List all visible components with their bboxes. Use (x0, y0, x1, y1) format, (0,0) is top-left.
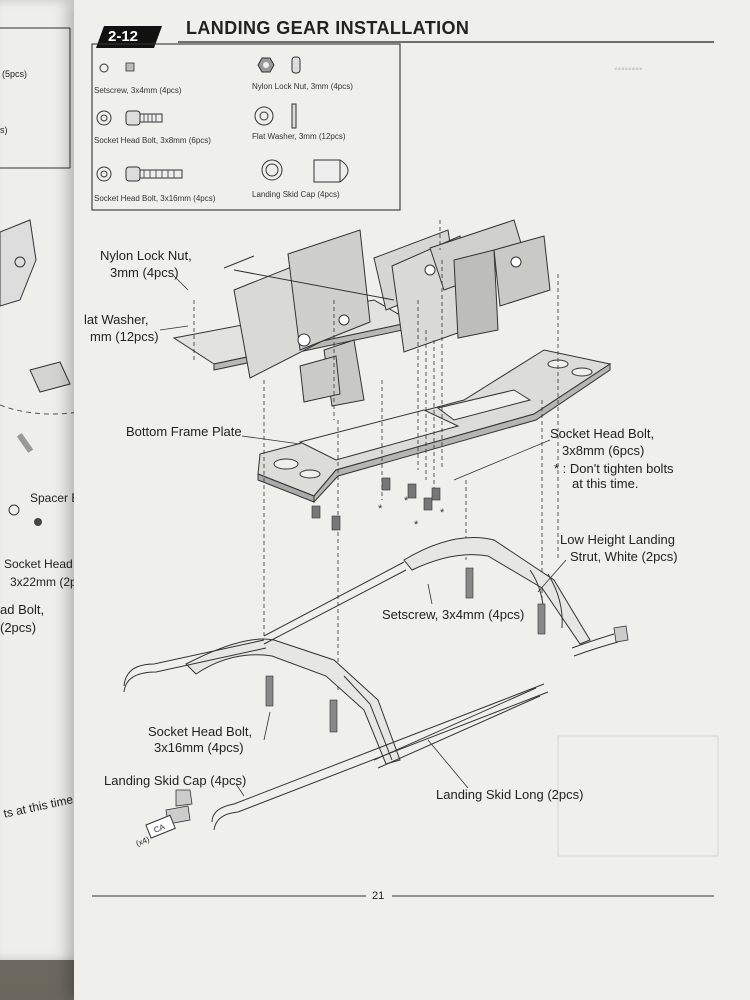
svg-text:*: * (378, 503, 383, 515)
landing-strut-rear-drawing (403, 537, 591, 645)
left-bolt-label-2: 3x22mm (2pcs (10, 575, 89, 589)
part-flat-washer-label: Flat Washer, 3mm (12pcs) (252, 132, 346, 141)
part-setscrew-label: Setscrew, 3x4mm (4pcs) (94, 86, 182, 95)
part-nylon-nut-label: Nylon Lock Nut, 3mm (4pcs) (252, 82, 353, 91)
bolts-3x16 (265, 567, 546, 733)
callout-bolt-3x16-1: Socket Head Bolt, (148, 724, 253, 739)
callout-setscrew: Setscrew, 3x4mm (4pcs) (382, 607, 525, 622)
part-bolt-3x8-label: Socket Head Bolt, 3x8mm (6pcs) (94, 136, 211, 145)
leader-lines (159, 275, 567, 797)
callout-flat-washer-2: mm (12pcs) (90, 329, 159, 344)
left-text-2: s) (0, 125, 8, 135)
left-page-drawings (0, 27, 91, 526)
callout-nylon-nut-1: Nylon Lock Nut, (100, 248, 192, 263)
diagram-canvas: * * * * (91, 26, 719, 897)
section-number: 2-12 (108, 28, 139, 45)
svg-text:*: * (440, 507, 445, 519)
left-text-1: (5pcs) (2, 69, 28, 79)
landing-skids-drawing (123, 561, 619, 831)
callout-bolt-3x8-1: Socket Head Bolt, (550, 426, 655, 441)
parts-box-border (91, 43, 401, 211)
main-page: ▪▪▪▪▪▪▪▪ (74, 0, 750, 1000)
part-bolt-3x16-label: Socket Head Bolt, 3x16mm (4pcs) (94, 194, 216, 203)
svg-text:*: * (414, 519, 419, 531)
bolts-3x8 (311, 477, 441, 531)
ghost-text: ▪▪▪▪▪▪▪▪ (614, 64, 643, 75)
callout-strut-1: Low Height Landing (560, 532, 675, 547)
section-title: LANDING GEAR INSTALLATION (186, 18, 470, 38)
callout-skid-long: Landing Skid Long (2pcs) (436, 787, 584, 802)
bottom-frame-plate-drawing (257, 349, 612, 504)
left-bolt-label-1: Socket Head Bolt (4, 557, 92, 571)
callout-bolt-3x8-2: 3x8mm (6pcs) (562, 443, 645, 458)
callout-note-1: * : Don't tighten bolts (554, 461, 674, 476)
callout-skid-cap: Landing Skid Cap (4pcs) (104, 773, 247, 788)
left-bolt-b-2: (2pcs) (0, 620, 37, 635)
section-number-tab (96, 26, 162, 48)
callout-nylon-nut-2: 3mm (4pcs) (110, 265, 179, 280)
callout-note-2: at this time. (572, 476, 639, 491)
left-bolt-b-1: ad Bolt, (0, 602, 45, 617)
callout-bottom-frame-plate: Bottom Frame Plate (126, 424, 242, 439)
svg-text:*: * (404, 495, 409, 507)
main-frame-drawing (172, 219, 551, 407)
callout-flat-washer-1: lat Washer, (84, 312, 149, 327)
page-number: 21 (372, 890, 385, 902)
callout-bolt-3x16-2: 3x16mm (4pcs) (154, 740, 244, 755)
part-skid-cap-label: Landing Skid Cap (4pcs) (252, 190, 340, 199)
callout-strut-2: Strut, White (2pcs) (570, 549, 678, 564)
